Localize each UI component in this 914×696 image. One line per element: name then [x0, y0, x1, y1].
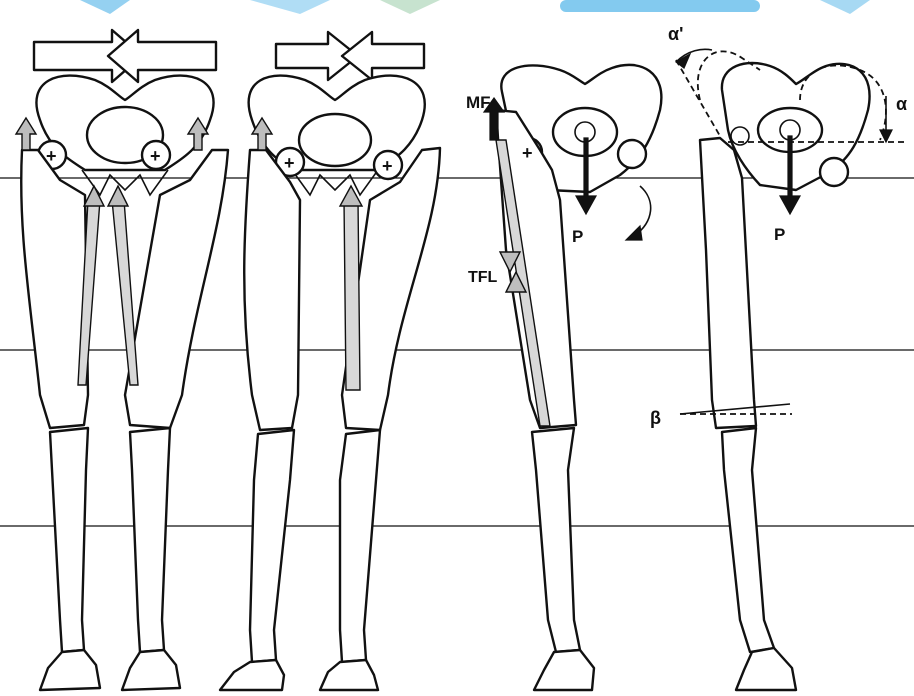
converging-arrows: [276, 32, 424, 80]
alpha-arrowhead: [880, 130, 892, 142]
diverging-arrows: [34, 30, 216, 82]
tilted-pelvis: [722, 63, 870, 190]
top-banner-fragments: [80, 0, 870, 14]
muscle-arrow-right: [340, 186, 362, 206]
hip-center-plus-right: +: [150, 146, 161, 166]
hip-center-plus-right: +: [382, 156, 393, 176]
left-leg: [220, 148, 304, 690]
right-leg: [320, 148, 440, 690]
rotation-arrow: [634, 186, 651, 236]
panel-2: + +: [220, 32, 440, 690]
right-leg: [122, 141, 228, 690]
alpha-label: α: [896, 94, 907, 114]
alpha-prime-label: α': [668, 24, 683, 44]
panel-3: MF TFL P +: [466, 65, 661, 690]
rotation-arrow-head: [626, 226, 642, 240]
adductor-band-right: [344, 200, 360, 390]
load-label-p: P: [774, 225, 785, 244]
tfl-label: TFL: [468, 269, 498, 286]
mf-label: MF: [466, 93, 491, 112]
load-label-p: P: [572, 227, 583, 246]
hip-center-plus-left: +: [284, 153, 295, 173]
hip-center-plus-left: +: [46, 146, 57, 166]
muscle-arrow-left: [84, 186, 104, 206]
panel-1: + +: [16, 30, 228, 690]
pelvis: [36, 76, 213, 195]
panel-4: α' α P β: [650, 24, 907, 690]
adductor-band-right: [112, 200, 138, 385]
beta-label: β: [650, 408, 661, 428]
hip-center-plus: +: [522, 143, 533, 163]
lateral-arrow-left: [16, 118, 36, 150]
